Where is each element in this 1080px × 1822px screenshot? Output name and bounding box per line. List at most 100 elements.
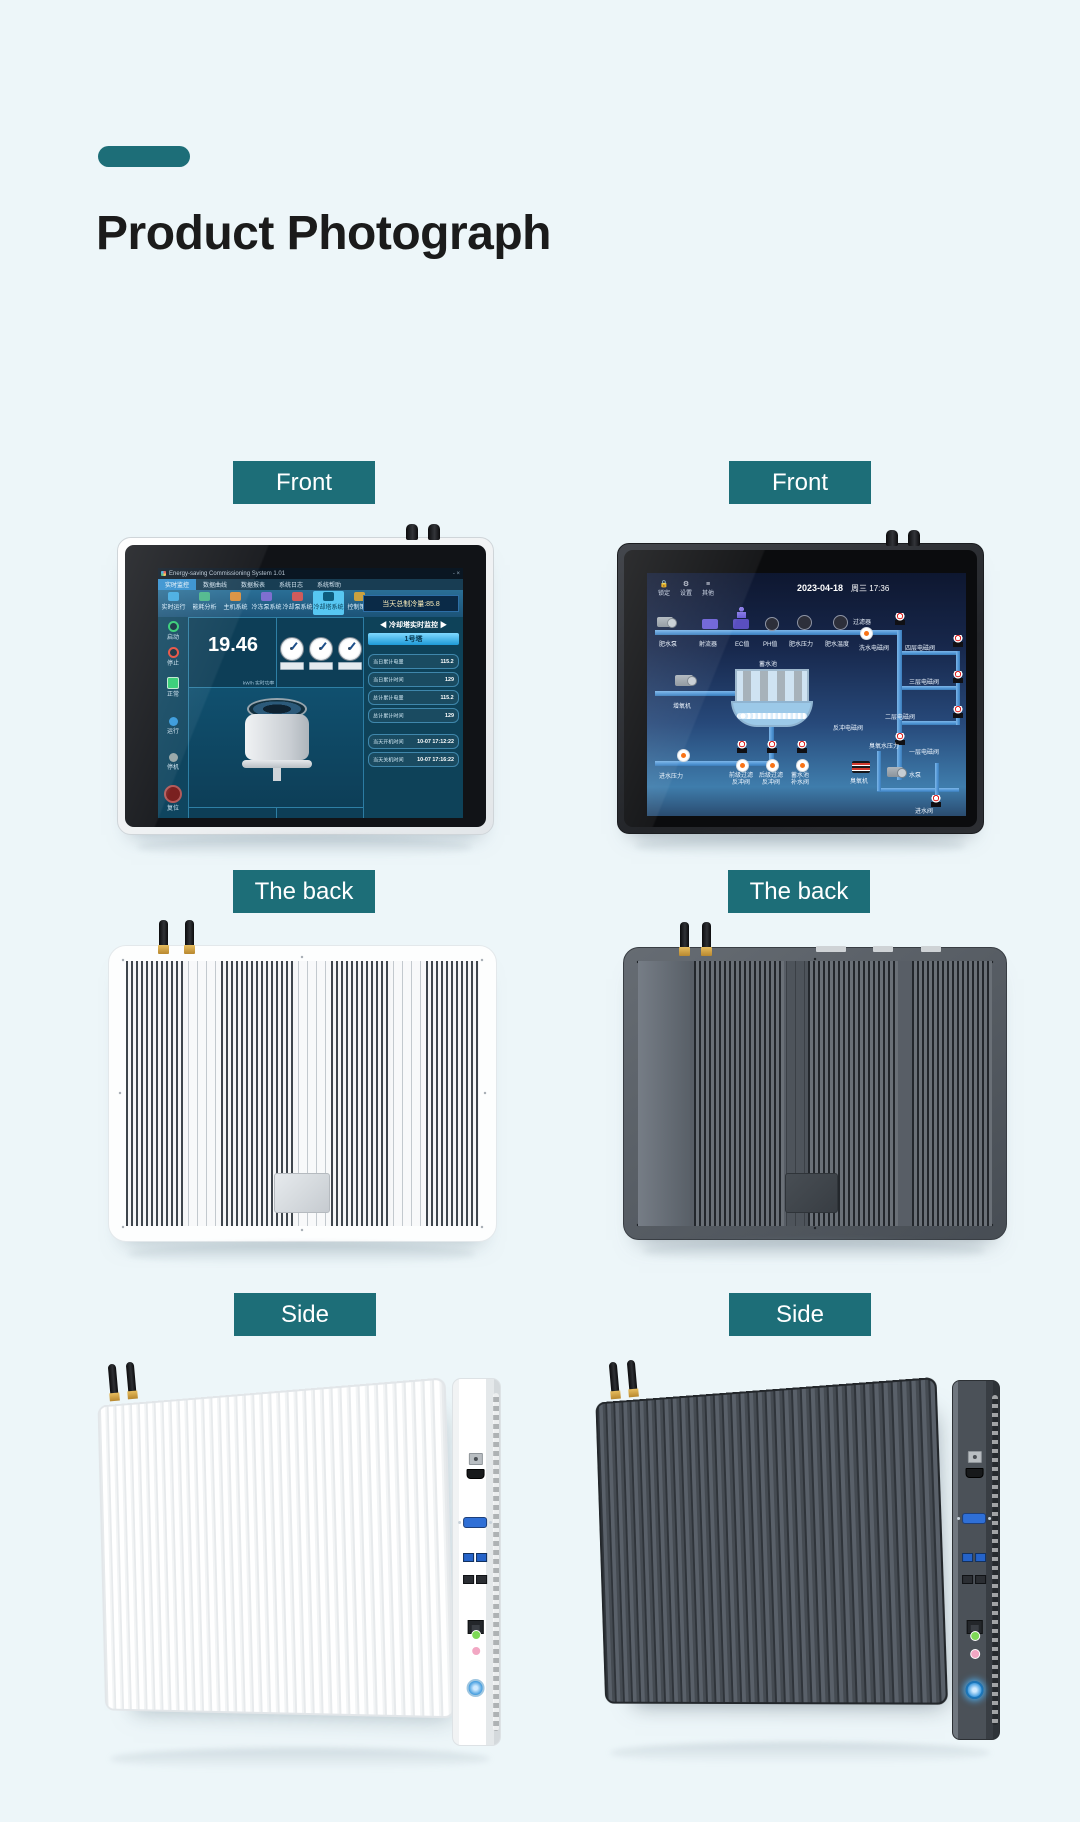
bezel: 🔒锁定 ⚙设置 ≡其他 2023-04-18 周三 17:36 <box>624 550 977 827</box>
usb2-ports <box>462 1575 487 1584</box>
reflection <box>643 1240 985 1262</box>
label-pre-filter: 前级过滤 反冲阀 <box>729 773 754 786</box>
scada-main: 启动 停止 正常 运行 停机 复位 19.46 kW/h 实时功率 <box>158 617 463 818</box>
label-layer4: 四层电磁阀 <box>905 646 936 652</box>
menu-icon: ≡ <box>705 581 711 588</box>
water-pump-icon <box>887 767 907 778</box>
power-off-icon <box>167 647 179 658</box>
tool-label: 能耗分析 <box>192 605 217 611</box>
tag-side-left: Side <box>234 1293 376 1336</box>
wifi-antenna <box>158 920 169 954</box>
reset-button: 复位 <box>158 785 188 812</box>
tag-back-right: The back <box>728 870 870 913</box>
tag-front-right: Front <box>729 461 871 504</box>
pipe <box>655 630 901 635</box>
time-label: 当天关机时间 <box>373 758 404 764</box>
valve-icon <box>766 759 779 772</box>
solenoid-valve-icon <box>895 613 905 625</box>
power-readout-panel: 19.46 kW/h 实时功率 <box>188 617 278 689</box>
panel-pc-white-front: Energy-saving Commissioning System 1.01 … <box>117 524 494 835</box>
side-profile-white <box>452 1378 501 1746</box>
label-tank-refill: 蓄水池 补水阀 <box>791 773 810 786</box>
gauge-plate <box>279 661 304 670</box>
wifi-antenna <box>701 922 712 956</box>
label-feed-temp: 肥水温度 <box>825 642 850 648</box>
reflection <box>110 1748 490 1770</box>
wifi-antenna <box>107 1363 119 1395</box>
tag-front-right-label: Front <box>771 468 828 496</box>
pipe <box>935 763 939 805</box>
toolbar-item: 控制策略 <box>344 591 375 615</box>
angled-back-white <box>97 1377 456 1719</box>
tag-back-right-label: The back <box>749 877 849 905</box>
fin-edge <box>493 1393 499 1731</box>
water-tank <box>731 669 813 727</box>
label-ec: EC值 <box>735 642 750 648</box>
gauge-row-bottom <box>276 807 365 818</box>
reflection <box>610 1742 990 1764</box>
lock-label: 锁定 <box>657 591 670 597</box>
status-normal: 正常 <box>158 677 188 698</box>
tool-icon <box>261 592 272 601</box>
tool-label: 冷却塔系统 <box>313 605 344 611</box>
wifi-antenna <box>608 1361 620 1393</box>
normal-label: 正常 <box>166 692 179 698</box>
panel-pc-black-side <box>588 1359 949 1738</box>
scada-tab-active: 实时监控 <box>158 579 196 590</box>
ec-sensor-icon <box>733 619 749 629</box>
layer2-valve-icon <box>953 706 963 718</box>
tag-back-left: The back <box>233 870 375 913</box>
stat-row: 总计累计时间 129 <box>368 708 459 723</box>
jet-device-icon <box>702 619 718 629</box>
pipe <box>877 751 881 791</box>
panel-pc-black-back <box>623 922 1007 1240</box>
pressure-meter-icon <box>797 615 812 630</box>
scada-titlebar: Energy-saving Commissioning System 1.01 … <box>158 568 463 579</box>
stat-label: 总计累计时间 <box>373 714 404 720</box>
usb3-port <box>462 1553 474 1562</box>
tower-stem <box>272 768 281 781</box>
wifi-antenna <box>908 530 920 546</box>
toolbar-item: 主机系统 <box>220 591 251 615</box>
settings-label: 设置 <box>679 591 692 597</box>
gauge-dial-icon <box>279 636 304 661</box>
tag-side-left-label: Side <box>280 1300 330 1328</box>
reset-icon <box>164 785 182 803</box>
status-grey-icon <box>168 753 178 762</box>
stat-value: 115.2 <box>440 658 454 665</box>
more-menu-item: ≡其他 <box>699 581 717 597</box>
label-layer1: 一层电磁阀 <box>909 750 940 756</box>
wifi-antenna <box>125 1361 137 1393</box>
refill-valve-icon <box>797 741 807 753</box>
status-running: 运行 <box>158 717 188 735</box>
scada-sidebar: 启动 停止 正常 运行 停机 复位 <box>158 617 189 818</box>
usb2-port <box>975 1575 987 1584</box>
tank-foam <box>737 713 807 719</box>
feed-pump-icon <box>657 617 677 628</box>
stat-value: 129 <box>444 712 454 719</box>
usb3-ports <box>962 1553 987 1562</box>
usb3-port <box>962 1553 974 1562</box>
time-label: 当天开机时间 <box>373 740 404 746</box>
tower-select-button: 1号塔 <box>368 633 459 645</box>
time-value: 10-07 17:16:22 <box>417 756 454 763</box>
lock-menu-item: 🔒锁定 <box>655 581 673 597</box>
tool-icon <box>292 592 303 601</box>
panel-pc-white-back <box>108 920 497 1242</box>
cooling-tower-3d <box>241 698 312 781</box>
screen-menu: 🔒锁定 ⚙设置 ≡其他 <box>655 581 717 597</box>
mic-in-jack <box>970 1649 981 1659</box>
io-cutout <box>921 946 941 952</box>
gauge-plate <box>308 661 333 670</box>
gauge <box>279 636 304 670</box>
label-ozone-pressure: 臭氧水压力 <box>869 744 900 750</box>
pipe <box>655 691 735 696</box>
label-feed-pump: 肥水泵 <box>659 642 678 648</box>
date-text: 2023-04-18 <box>797 583 844 593</box>
toolbar-item: 冷却泵系统 <box>282 591 313 615</box>
mic-in-jack <box>470 1646 481 1656</box>
ozone-machine-icon <box>852 761 870 773</box>
wifi-antenna <box>626 1359 638 1391</box>
wifi-antenna <box>886 530 898 546</box>
